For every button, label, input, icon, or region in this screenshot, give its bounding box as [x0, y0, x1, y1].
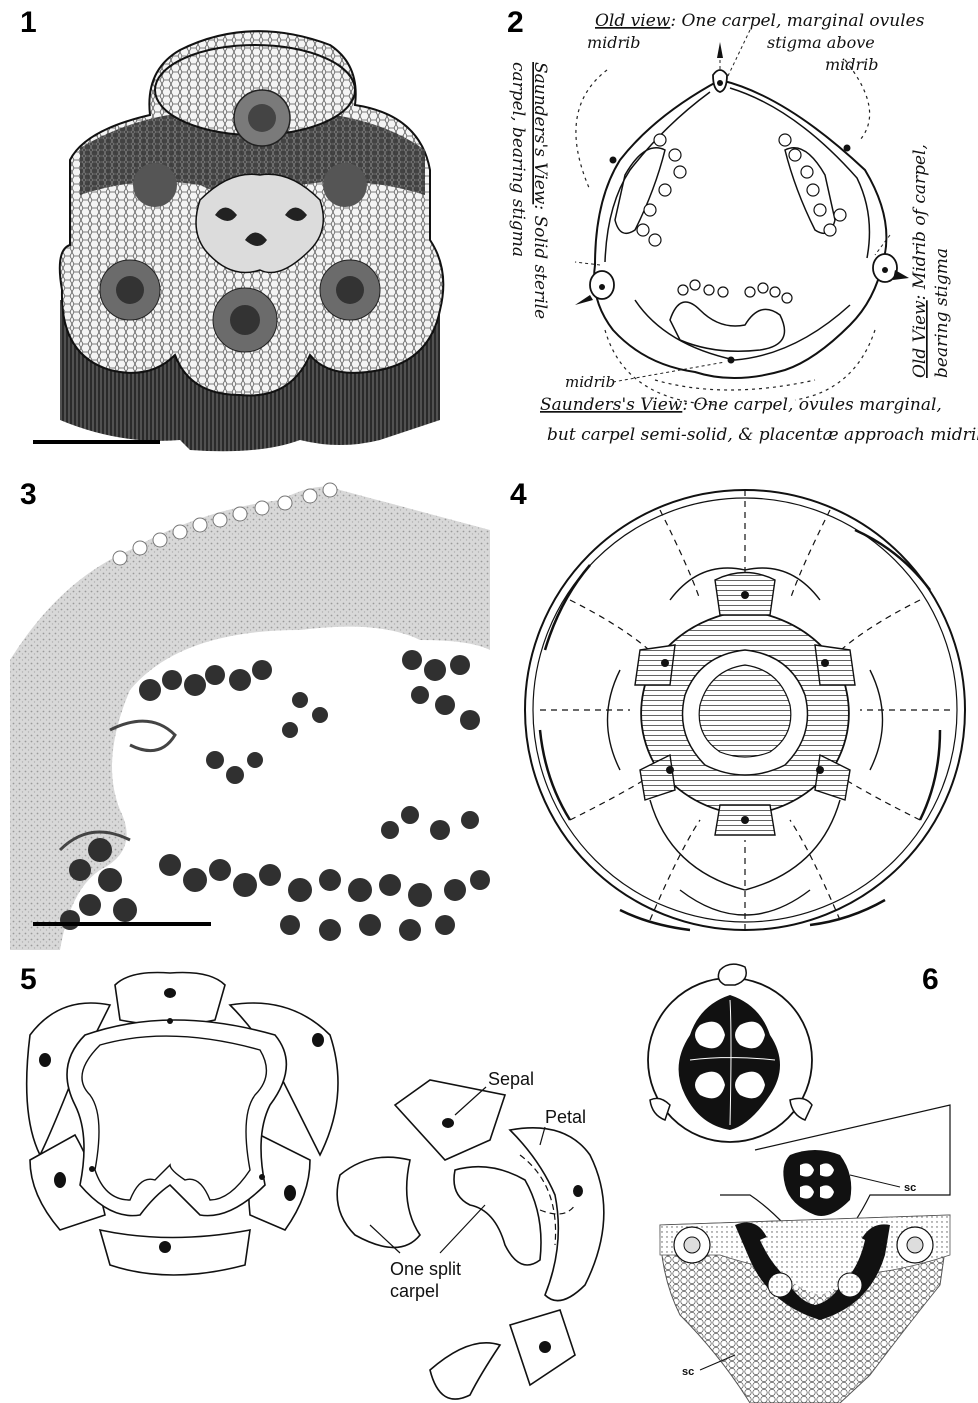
carpel-outline-left [67, 1020, 286, 1216]
panel-number-4: 4 [510, 480, 527, 510]
one-split-carpel-label-2: carpel [390, 1281, 439, 1301]
sc-label-lower: sc [682, 1366, 694, 1378]
panel-number-3: 3 [20, 480, 37, 510]
panel-number-2: 2 [507, 8, 524, 38]
old-view-right-desc-2: bearing stigma [932, 248, 952, 378]
scale-bar [33, 440, 160, 444]
sepal-bottom [100, 1230, 250, 1275]
panel-4: 4 [500, 470, 978, 950]
panel-2: 2 Old view: One carpel, marginal ovules … [495, 0, 978, 470]
exploded-carpel-bottom [430, 1343, 500, 1399]
midrib-top-right-label: midrib [825, 55, 879, 74]
saunders-left-title: Saunders's View [530, 62, 550, 205]
midrib-top-label: midrib [587, 33, 641, 52]
midrib-bottom-label: midrib [565, 373, 615, 391]
old-view-top-desc: : One carpel, marginal ovules [670, 11, 924, 31]
ovary-section-block-drawing [0, 0, 500, 470]
saunders-bottom-desc-2: but carpel semi-solid, & placentæ approa… [547, 425, 978, 445]
micrograph-section [0, 470, 500, 950]
petal-label: Petal [545, 1107, 586, 1127]
carpel-interpretation-diagram: Old view: One carpel, marginal ovules mi… [495, 0, 978, 470]
exploded-carpel-half-right [454, 1167, 541, 1265]
split-carpel-diagram: Sepal Petal One split carpel [0, 955, 640, 1403]
saunders-left-desc: : Solid sterile [530, 204, 550, 319]
stigma-above-label: stigma above [767, 33, 875, 52]
panel-number-5: 5 [20, 965, 37, 995]
sepal-top [115, 973, 225, 1026]
panel-3: 3 [0, 470, 500, 950]
panel-6: 6 [640, 955, 978, 1403]
floral-diagram [500, 470, 978, 950]
vascular-bundle [323, 163, 367, 207]
sepal-label: Sepal [488, 1069, 534, 1089]
panel-number-1: 1 [20, 8, 37, 38]
panel-number-6: 6 [922, 965, 939, 995]
vascular-bundle [133, 163, 177, 207]
saunders-bottom-desc: : One carpel, ovules marginal, [682, 395, 942, 415]
saunders-bottom-title: Saunders's View [540, 395, 683, 415]
old-view-right-desc: : Midrib of carpel, [910, 144, 930, 300]
old-view-top-label: Old view [595, 11, 671, 31]
svg-text:Saunders's View: Solid sterile: Saunders's View: Solid sterile [530, 62, 550, 319]
scale-bar [33, 922, 211, 926]
saunders-left-desc-2: carpel, bearing stigma [508, 62, 528, 257]
panel-5: 5 [0, 955, 640, 1403]
panel-1: 1 [0, 0, 500, 470]
middle-section [783, 1150, 851, 1216]
old-view-right-title: Old View [910, 300, 930, 378]
placenta-upper-left [615, 148, 665, 234]
exploded-carpel-half-left [337, 1157, 420, 1247]
svg-text:Old view: One carpel, marginal: Old view: One carpel, marginal ovules [595, 11, 925, 31]
one-split-carpel-label: One split [390, 1259, 461, 1279]
sc-label-upper: sc [904, 1182, 916, 1194]
ovary-section-drawings: sc sc [640, 955, 978, 1403]
svg-text:Old View: Midrib of carpel,: Old View: Midrib of carpel, [910, 144, 930, 378]
svg-text:Saunders's View: One carpel, o: Saunders's View: One carpel, ovules marg… [540, 395, 942, 415]
